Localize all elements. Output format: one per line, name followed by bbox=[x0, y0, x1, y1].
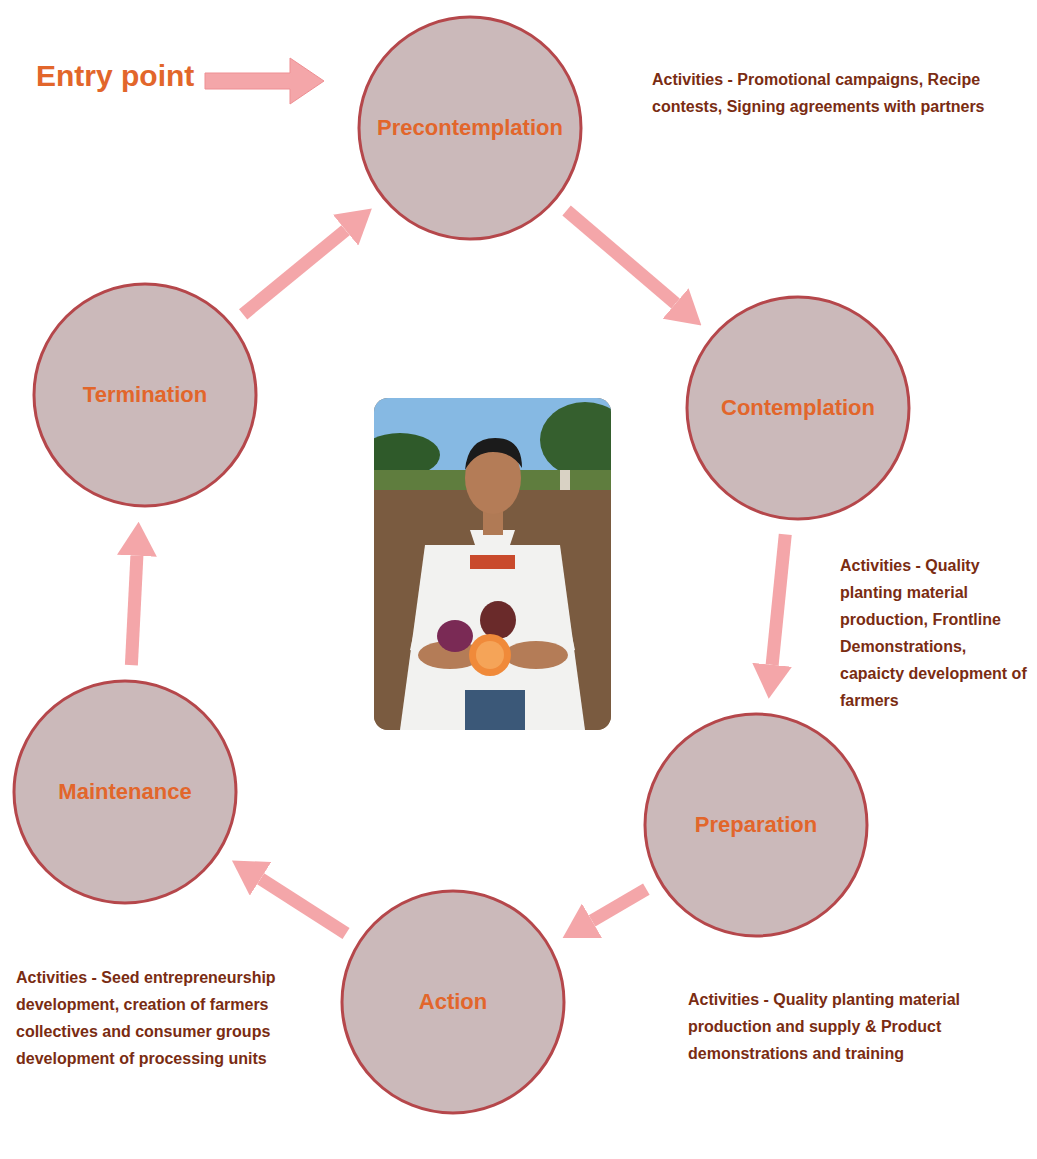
cycle-arrow bbox=[243, 230, 345, 314]
stage-name: Action bbox=[419, 989, 487, 1015]
circle-text-holder: Maintenance bbox=[12, 679, 238, 905]
circle-text-holder: Precontemplation bbox=[357, 15, 583, 241]
circle-shape bbox=[14, 681, 236, 903]
cycle-arrow bbox=[567, 210, 676, 303]
cycle-arrow bbox=[131, 556, 137, 665]
entry-arrow bbox=[205, 58, 324, 104]
circle-shape bbox=[687, 297, 909, 519]
stage-circle: Action bbox=[340, 889, 566, 1115]
activity-note: Activities - Quality planting material p… bbox=[688, 986, 1008, 1067]
photo bbox=[374, 398, 611, 730]
cycle-arrow bbox=[261, 879, 346, 934]
activity-note: Activities - Seed entrepreneurship devel… bbox=[16, 964, 316, 1072]
circle-shape bbox=[359, 17, 581, 239]
stage-name: Termination bbox=[83, 382, 207, 408]
stage-circle: Maintenance bbox=[12, 679, 238, 905]
stage-circle: Termination bbox=[32, 282, 258, 508]
circle-shape bbox=[645, 714, 867, 936]
circle-text-holder: Action bbox=[340, 889, 566, 1115]
activity-note: Activities - Promotional campaigns, Reci… bbox=[652, 66, 1012, 120]
stage-name: Maintenance bbox=[58, 779, 191, 805]
stage-name: Contemplation bbox=[721, 395, 875, 421]
circle-shape bbox=[342, 891, 564, 1113]
circle-text-holder: Preparation bbox=[643, 712, 869, 938]
stage-name: Precontemplation bbox=[377, 115, 563, 141]
circle-text-holder: Contemplation bbox=[685, 295, 911, 521]
stage-circle: Precontemplation bbox=[357, 15, 583, 241]
stage-name: Preparation bbox=[695, 812, 817, 838]
stage-circle: Preparation bbox=[643, 712, 869, 938]
cycle-arrow bbox=[592, 889, 646, 921]
cycle-arrow bbox=[772, 534, 785, 664]
entry-label: Entry point bbox=[36, 58, 194, 94]
stage-circle: Contemplation bbox=[685, 295, 911, 521]
activity-note: Activities - Quality planting material p… bbox=[840, 552, 1032, 714]
circle-shape bbox=[34, 284, 256, 506]
circle-text-holder: Termination bbox=[32, 282, 258, 508]
